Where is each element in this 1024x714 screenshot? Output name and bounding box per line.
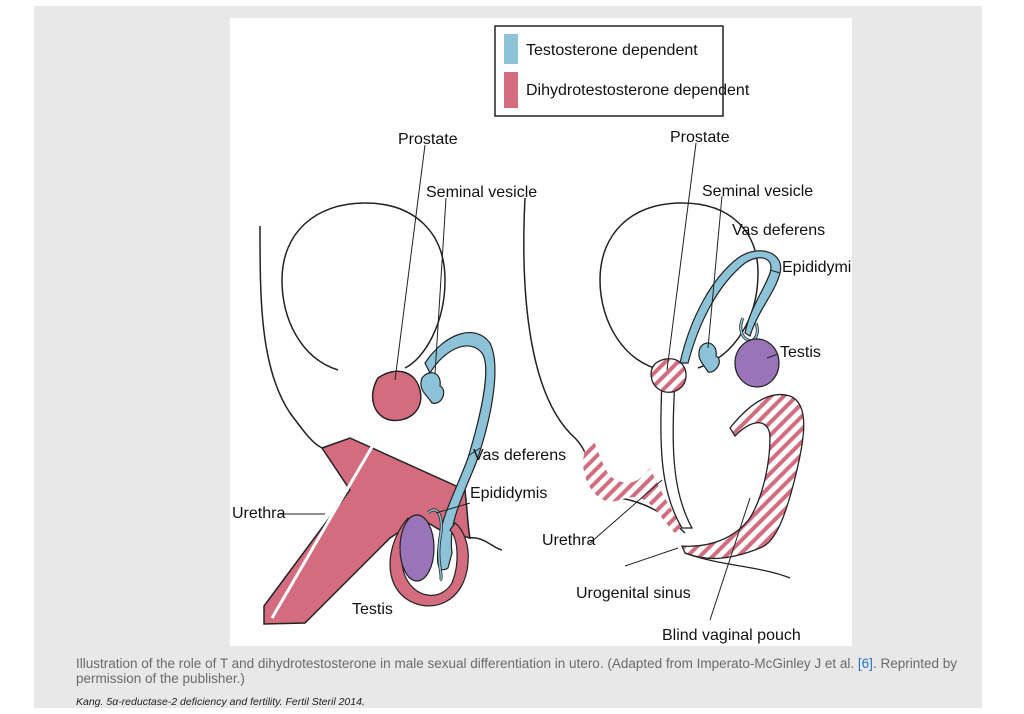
perineum-line-right [684,552,791,579]
seminal-vesicle-left [420,372,445,404]
phallus-dht-hatched [583,438,682,533]
label-seminal-vesicle-right: Seminal vesicle [702,183,813,200]
body-wall-outline-right [523,197,686,534]
prostate-right-hatched [650,358,687,393]
label-testis-right: Testis [780,344,821,361]
label-seminal-vesicle-left: Seminal vesicle [426,184,537,201]
label-prostate-right: Prostate [670,129,730,146]
vas-deferens-left [424,332,496,571]
legend-swatch-testosterone [504,34,518,64]
caption-text: Illustration of the role of T and dihydr… [76,656,858,671]
labioscrotal-fold-hatched [680,394,805,560]
figure-caption: Illustration of the role of T and dihydr… [76,656,1011,686]
testis-right [734,338,780,388]
label-prostate-left: Prostate [398,131,458,148]
label-epididymis-right: Epididymis [782,259,852,276]
diagram-area: Testosterone dependent Dihydrotestostero… [230,18,852,646]
urethra-channel [270,415,392,619]
figure-panel: Testosterone dependent Dihydrotestostero… [34,6,982,708]
legend-box [494,25,724,117]
label-testis-left: Testis [352,601,393,618]
legend-label-testosterone: Testosterone dependent [526,42,698,59]
label-blind-vaginal-pouch: Blind vaginal pouch [662,627,801,644]
reference-link[interactable]: [6] [857,656,873,671]
urethra-right [660,377,694,529]
penis-dht [263,437,471,625]
vas-deferens-right [679,250,782,364]
label-epididymis-left: Epididymis [470,485,547,502]
legend-swatch-dht [504,72,518,108]
right-diagram: Prostate Seminal vesicle Vas deferens Ep… [523,129,852,644]
legend-label-dht: Dihydrotestosterone dependent [526,82,750,99]
left-diagram: Prostate Seminal vesicle Vas deferens Ep… [232,131,566,625]
label-vas-deferens-left: Vas deferens [473,447,566,464]
label-urethra-right: Urethra [542,532,595,549]
legend: Testosterone dependent Dihydrotestostero… [494,25,750,117]
scrotum-dht [389,517,469,607]
label-vas-deferens-right: Vas deferens [732,222,825,239]
perineum-line-left [467,537,503,551]
bladder-outline [281,202,446,371]
label-urogenital-sinus: Urogenital sinus [576,585,691,602]
testis-left [399,514,435,582]
sexual-differentiation-diagram: Testosterone dependent Dihydrotestostero… [232,25,852,644]
source-citation: Kang. 5α-reductase-2 deficiency and fert… [76,696,365,708]
prostate-dht [371,370,422,422]
body-wall-outline [259,225,323,449]
caption-text-end: . Reprinted by permission of the publish… [76,656,957,686]
label-urethra-left: Urethra [232,505,285,522]
seminal-vesicle-right [698,342,720,373]
